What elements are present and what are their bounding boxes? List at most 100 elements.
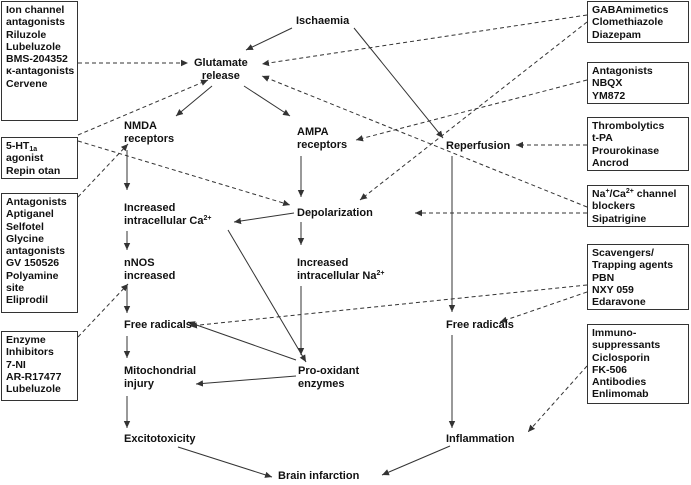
box-line: Cervene	[6, 77, 48, 90]
nmda-line2: receptors	[124, 133, 175, 145]
box-line: Sipatrigine	[592, 212, 647, 225]
dash-ht1a-glutamate	[77, 79, 209, 136]
prox-line2: enzymes	[298, 378, 345, 390]
arrow-prox-mito	[195, 375, 297, 387]
free-radicals-right-node: Free radicals	[446, 319, 514, 331]
box-line: Polyamine	[6, 269, 59, 282]
excitotoxicity-node: Excitotoxicity	[124, 433, 196, 445]
scavengers-box: Scavengers/ Trapping agents PBN NXY 059 …	[587, 244, 689, 310]
ina-sup: 2+	[376, 270, 385, 277]
mito-line2: injury	[124, 378, 154, 390]
dash-gaba-glutamate	[261, 14, 588, 67]
box-line: Clomethiazole	[592, 16, 664, 29]
box-line: suppressants	[592, 339, 661, 352]
box-line: Enlimomab	[592, 388, 649, 401]
dash-nmdaantag-nmda	[77, 143, 129, 198]
box-line: Selfotel	[6, 220, 44, 233]
nmda-receptors-node: NMDA receptors	[124, 120, 174, 146]
box-line: 5-HT1a	[6, 140, 73, 153]
increased-na-node: Increased intracellular Na2+	[297, 257, 384, 283]
box-line: Ancrod	[592, 156, 629, 169]
immunosuppressants-box: Immuno- suppressants Ciclosporin FK-506 …	[587, 324, 689, 404]
mitochondrial-injury-node: Mitochondrial injury	[124, 365, 196, 391]
gaba-box: GABAmimetics Clomethiazole Diazepam	[587, 1, 689, 43]
glutamate-release-node: Glutamate release	[194, 57, 248, 83]
box-line: GABAmimetics	[592, 4, 669, 16]
depolarization-node: Depolarization	[297, 207, 373, 219]
naca-sup2: 2+	[625, 188, 634, 195]
box-line: Aptiganel	[6, 208, 54, 221]
reperfusion-node: Reperfusion	[446, 140, 511, 152]
increased-ca-node: Increased intracellular Ca2+	[124, 202, 211, 228]
box-line: Immuno-	[592, 327, 637, 339]
free-radicals-left-node: Free radicals	[124, 319, 192, 331]
ina-line2: intracellular Na2+	[297, 270, 384, 283]
box-line: Ciclosporin	[592, 351, 650, 364]
naca-na: Na	[592, 188, 606, 200]
box-line: Repin otan	[6, 164, 61, 177]
box-line: blockers	[592, 200, 636, 213]
prox-line1: Pro-oxidant	[298, 365, 360, 377]
ampa-receptors-node: AMPA receptors	[297, 126, 347, 152]
ischaemia-node: Ischaemia	[296, 15, 350, 27]
ica-sup: 2+	[203, 215, 212, 222]
arrow-ica-prox	[227, 229, 307, 363]
arrow-excito-brain	[177, 446, 273, 478]
dash-enzyme-nnos	[77, 283, 129, 338]
box-line: Riluzole	[6, 28, 47, 41]
arrow-depol-ica	[233, 212, 295, 225]
box-line: κ-antagonists	[6, 65, 75, 78]
dash-scav-freeradleft	[189, 284, 588, 329]
box-line: Diazepam	[592, 28, 642, 41]
box-line: YM872	[592, 89, 626, 102]
nnos-node: nNOS increased	[124, 257, 175, 283]
box-line: antagonists	[6, 245, 65, 258]
glutamate-line2: release	[201, 70, 240, 82]
nnos-line2: increased	[124, 270, 176, 282]
box-line: Ion channel	[6, 4, 65, 16]
ica-line2: intracellular Ca2+	[124, 215, 211, 228]
ampa-line1: AMPA	[297, 126, 329, 138]
box-line: 7-NI	[6, 358, 26, 371]
nnos-line1: nNOS	[124, 257, 155, 269]
box-line: t-PA	[592, 132, 613, 145]
arrow-ischaemia-glutamate	[245, 27, 293, 51]
box-line: Lubeluzole	[6, 383, 61, 396]
thrombolytics-box: Thrombolytics t-PA Prourokinase Ancrod	[587, 117, 689, 171]
naca-sup1: +	[605, 188, 610, 195]
naca-ca: /Ca	[609, 188, 626, 200]
dash-ampaantag-ampa	[355, 79, 588, 142]
ina-line1: Increased	[297, 257, 349, 269]
box-line: Glycine	[6, 232, 44, 245]
arrow-ischaemia-reperfusion	[353, 27, 444, 139]
ht1a-agonist-box: 5-HT1a agonist Repin otan	[1, 137, 78, 179]
box-line: agonist	[6, 152, 44, 165]
box-line: Inhibitors	[6, 346, 54, 359]
naca-channel: channel	[633, 188, 677, 200]
box-line: site	[6, 282, 25, 295]
glutamate-line1: Glutamate	[194, 57, 248, 69]
enzyme-inhibitors-box: Enzyme Inhibitors 7-NI AR-R17477 Lubeluz…	[1, 331, 78, 401]
nmda-line1: NMDA	[124, 120, 157, 132]
box-line: AR-R17477	[6, 370, 62, 383]
box-line: Trapping agents	[592, 259, 674, 272]
pro-oxidant-node: Pro-oxidant enzymes	[298, 365, 359, 391]
arrow-prox-freerad	[187, 321, 297, 361]
dash-nacablock-glutamate	[261, 75, 588, 208]
dash-scav-freeradright	[499, 291, 588, 323]
arrow-glutamate-nmda	[175, 85, 213, 117]
box-line: NXY 059	[592, 283, 634, 296]
box-line: FK-506	[592, 363, 628, 376]
box-line: PBN	[592, 271, 615, 284]
box-line: Edaravone	[592, 296, 646, 309]
ht1a-text: 5-HT	[6, 140, 30, 152]
dash-gaba-depol	[359, 21, 588, 201]
ina-text: intracellular Na	[297, 270, 377, 282]
box-line: Na+/Ca2+ channel	[592, 188, 684, 200]
box-line: Antibodies	[592, 376, 647, 389]
brain-infarction-node: Brain infarction	[278, 470, 360, 482]
dash-ht1a-depol	[77, 140, 291, 207]
dash-immuno-inflammation	[527, 365, 588, 433]
box-line: Thrombolytics	[592, 120, 665, 132]
